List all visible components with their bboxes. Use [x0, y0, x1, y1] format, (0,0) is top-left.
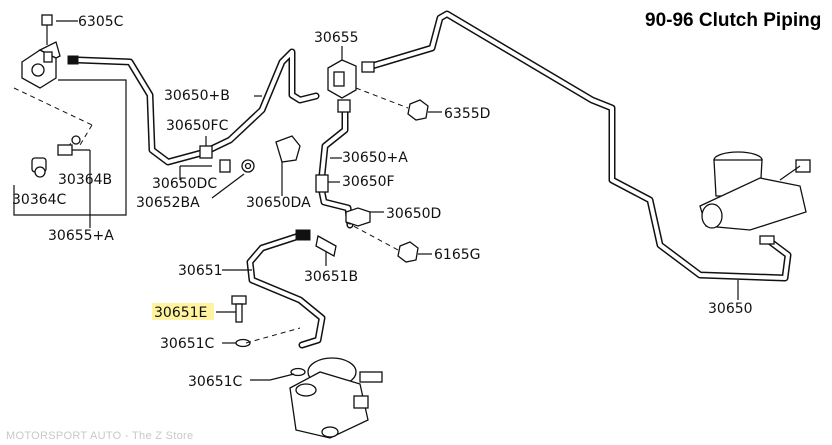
leader-30655a [13, 79, 127, 216]
label-6305c: 6305C [78, 14, 124, 30]
washer-30651c-2 [250, 367, 306, 381]
label-6165g: 6165G [434, 247, 480, 263]
diagram-title: 90-96 Clutch Piping [645, 10, 821, 31]
footer-watermark: MOTORSPORT AUTO - The Z Store [6, 430, 193, 442]
clip-30650da [275, 135, 301, 196]
pipe-30650 [368, 10, 792, 282]
bolt-6165g [345, 221, 432, 263]
bolt-6305c [41, 14, 78, 45]
label-30651c-2: 30651C [188, 374, 243, 390]
label-30651: 30651 [178, 263, 223, 279]
label-30364c: 30364C [12, 192, 67, 208]
bolt-30651e [216, 295, 247, 323]
label-30650d: 30650D [386, 206, 441, 222]
label-30651b: 30651B [304, 269, 358, 285]
hose-30650f [315, 157, 342, 193]
grommet-30652ba [211, 159, 255, 199]
pipe-30650b [74, 48, 320, 166]
label-30650da: 30650DA [246, 195, 311, 211]
label-6355d: 6355D [444, 106, 490, 122]
clip-30650dc [179, 159, 231, 180]
label-30650: 30650 [708, 301, 753, 317]
highlight-30651e [152, 303, 214, 320]
washer-30651c-1 [222, 338, 251, 348]
bleeder-30364b [57, 135, 90, 156]
label-30650f: 30650F [342, 174, 395, 190]
bolt-6355d [355, 87, 442, 121]
label-30650a: 30650+A [342, 150, 408, 166]
label-30651e: 30651E [154, 305, 207, 321]
label-30650b: 30650+B [164, 88, 230, 104]
clip-30650fc [199, 136, 213, 159]
label-30655a: 30655+A [48, 228, 114, 244]
bracket-30651b [315, 234, 337, 266]
label-30655-top: 30655 [314, 30, 359, 46]
cap-30364c [31, 157, 47, 178]
clip-30650d [345, 207, 384, 227]
label-30650fc: 30650FC [166, 118, 229, 134]
operating-cylinder-right [699, 151, 811, 245]
label-30652ba: 30652BA [136, 195, 200, 211]
junction-30655 [327, 46, 375, 113]
union-fitting [295, 229, 311, 241]
label-30650dc: 30650DC [152, 176, 217, 192]
label-30364b: 30364B [58, 172, 112, 188]
pipe-30651 [246, 231, 326, 349]
explode-line-2 [245, 327, 301, 344]
pipe-30650a [318, 108, 354, 229]
master-cylinder-lower [289, 357, 383, 439]
label-30651c-1: 30651C [160, 336, 215, 352]
bracket-30655 [21, 41, 79, 89]
